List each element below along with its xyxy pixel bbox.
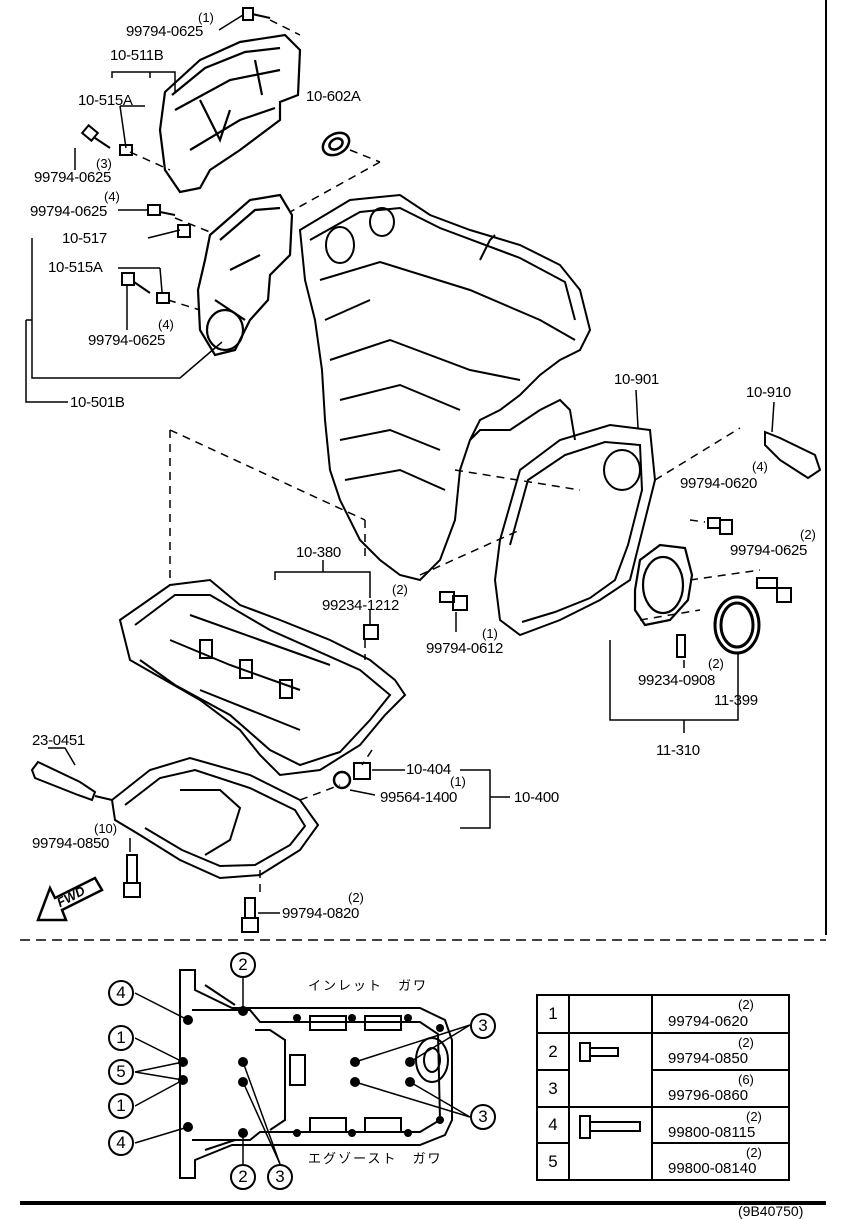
bolt-left	[80, 123, 133, 156]
table-row-5-num: 5	[548, 1152, 558, 1171]
rear-oil-seal	[713, 595, 761, 655]
callout-1-upper: 1	[108, 1025, 134, 1051]
table-row-3-qty: (6)	[738, 1072, 754, 1087]
table-row-3-num: 3	[548, 1079, 558, 1098]
inlet-side-label: インレット ガワ	[308, 979, 429, 994]
part-11-310: 11-310	[656, 742, 700, 759]
qty-99794-0625-left: (3)	[96, 156, 112, 171]
qty-99794-0625-top: (1)	[198, 10, 214, 25]
sealant-tube	[30, 760, 113, 802]
qty-99794-0625-bottom: (4)	[158, 317, 174, 332]
part-10-404: 10-404	[406, 761, 451, 778]
diagram-code: (9B40750)	[738, 1203, 804, 1219]
qty-99794-0850: (10)	[94, 821, 118, 836]
bolt-table	[536, 994, 790, 1181]
part-10-515A-lower: 10-515A	[48, 259, 103, 276]
qty-99234-1212: (2)	[392, 582, 408, 597]
callout-3-upper-right: 3	[470, 1013, 496, 1039]
part-99794-0820: 99794-0820	[282, 905, 360, 922]
qty-99564-1400: (1)	[450, 774, 466, 789]
washer	[332, 770, 352, 790]
part-10-501B: 10-501B	[70, 394, 125, 411]
leader-lines	[25, 14, 775, 914]
table-row-1-part: 99794-0620	[668, 1013, 749, 1030]
plug-1212	[363, 624, 379, 640]
table-row-5-part: 99800-08140	[668, 1160, 757, 1177]
table-row-3-part: 99796-0860	[668, 1087, 749, 1104]
part-99794-0850: 99794-0850	[32, 835, 110, 852]
table-row-4-part: 99800-08115	[668, 1124, 756, 1141]
part-10-602A: 10-602A	[306, 88, 361, 105]
part-10-511B: 10-511B	[110, 47, 164, 64]
callout-1-lower: 1	[108, 1093, 134, 1119]
callout-4-bottom: 4	[108, 1130, 134, 1156]
callout-4-top: 4	[108, 980, 134, 1006]
rear-seal-housing	[633, 543, 694, 627]
part-99234-1212: 99234-1212	[322, 597, 400, 614]
oil-pan	[110, 756, 320, 880]
part-23-0451: 23-0451	[32, 732, 85, 749]
exhaust-side-label: エグゾースト ガワ	[308, 1152, 443, 1167]
callout-2-top: 2	[230, 952, 256, 978]
part-10-910: 10-910	[746, 384, 791, 401]
qty-99794-0820: (2)	[348, 890, 364, 905]
engine-block	[298, 193, 592, 582]
part-99794-0625-mid: 99794-0625	[30, 203, 108, 220]
callout-2-bottom: 2	[230, 1164, 256, 1190]
detail-leaders	[134, 978, 471, 1165]
drain-plug	[353, 762, 371, 780]
bolt-lower	[121, 272, 170, 304]
table-row-5-qty: (2)	[746, 1145, 762, 1160]
part-10-380: 10-380	[296, 544, 341, 561]
lower-timing-cover	[196, 193, 294, 357]
bolt-0820	[241, 897, 259, 933]
detail-oil-pan	[179, 969, 453, 1179]
part-99234-0908: 99234-0908	[638, 672, 716, 689]
qty-99794-0625-mid: (4)	[104, 189, 120, 204]
table-row-2-part: 99794-0850	[668, 1050, 749, 1067]
part-99794-0625-right: 99794-0625	[730, 542, 808, 559]
part-99794-0625-top: 99794-0625	[126, 23, 204, 40]
table-row-2-num: 2	[548, 1042, 558, 1061]
part-99794-0625-left: 99794-0625	[34, 169, 112, 186]
fwd-arrow	[36, 876, 104, 922]
table-row-1-num: 1	[548, 1004, 558, 1023]
bolt-0620	[707, 517, 733, 535]
qty-99794-0620: (4)	[752, 459, 768, 474]
bracket	[764, 430, 822, 480]
part-99564-1400: 99564-1400	[380, 789, 458, 806]
table-row-2-qty: (2)	[738, 1035, 754, 1050]
bolt-0850	[123, 854, 141, 898]
table-row-1-qty: (2)	[738, 997, 754, 1012]
oil-pan-stiffener	[118, 578, 407, 777]
part-10-515A-upper: 10-515A	[78, 92, 133, 109]
bolt-0612	[439, 591, 468, 611]
bolt-0625-right	[756, 577, 792, 603]
bolt-top	[242, 7, 271, 21]
part-10-901: 10-901	[614, 371, 659, 388]
front-oil-seal	[321, 131, 351, 157]
part-99794-0612: 99794-0612	[426, 640, 504, 657]
upper-timing-cover	[158, 33, 302, 194]
table-row-4-num: 4	[548, 1115, 558, 1134]
qty-99234-0908: (2)	[708, 656, 724, 671]
callout-3-bottom: 3	[267, 1164, 293, 1190]
part-99794-0620: 99794-0620	[680, 475, 758, 492]
callout-3-lower-right: 3	[470, 1104, 496, 1130]
assembly-lines	[129, 19, 761, 898]
callout-5: 5	[108, 1059, 134, 1085]
part-10-517: 10-517	[62, 230, 107, 247]
table-row-4-qty: (2)	[746, 1109, 762, 1124]
stud-0908	[676, 634, 686, 658]
qty-99794-0625-right: (2)	[800, 527, 816, 542]
rear-engine-plate	[493, 423, 657, 637]
qty-99794-0612: (1)	[482, 626, 498, 641]
part-11-399: 11-399	[714, 692, 758, 709]
part-99794-0625-bottom: 99794-0625	[88, 332, 166, 349]
part-10-400: 10-400	[514, 789, 559, 806]
